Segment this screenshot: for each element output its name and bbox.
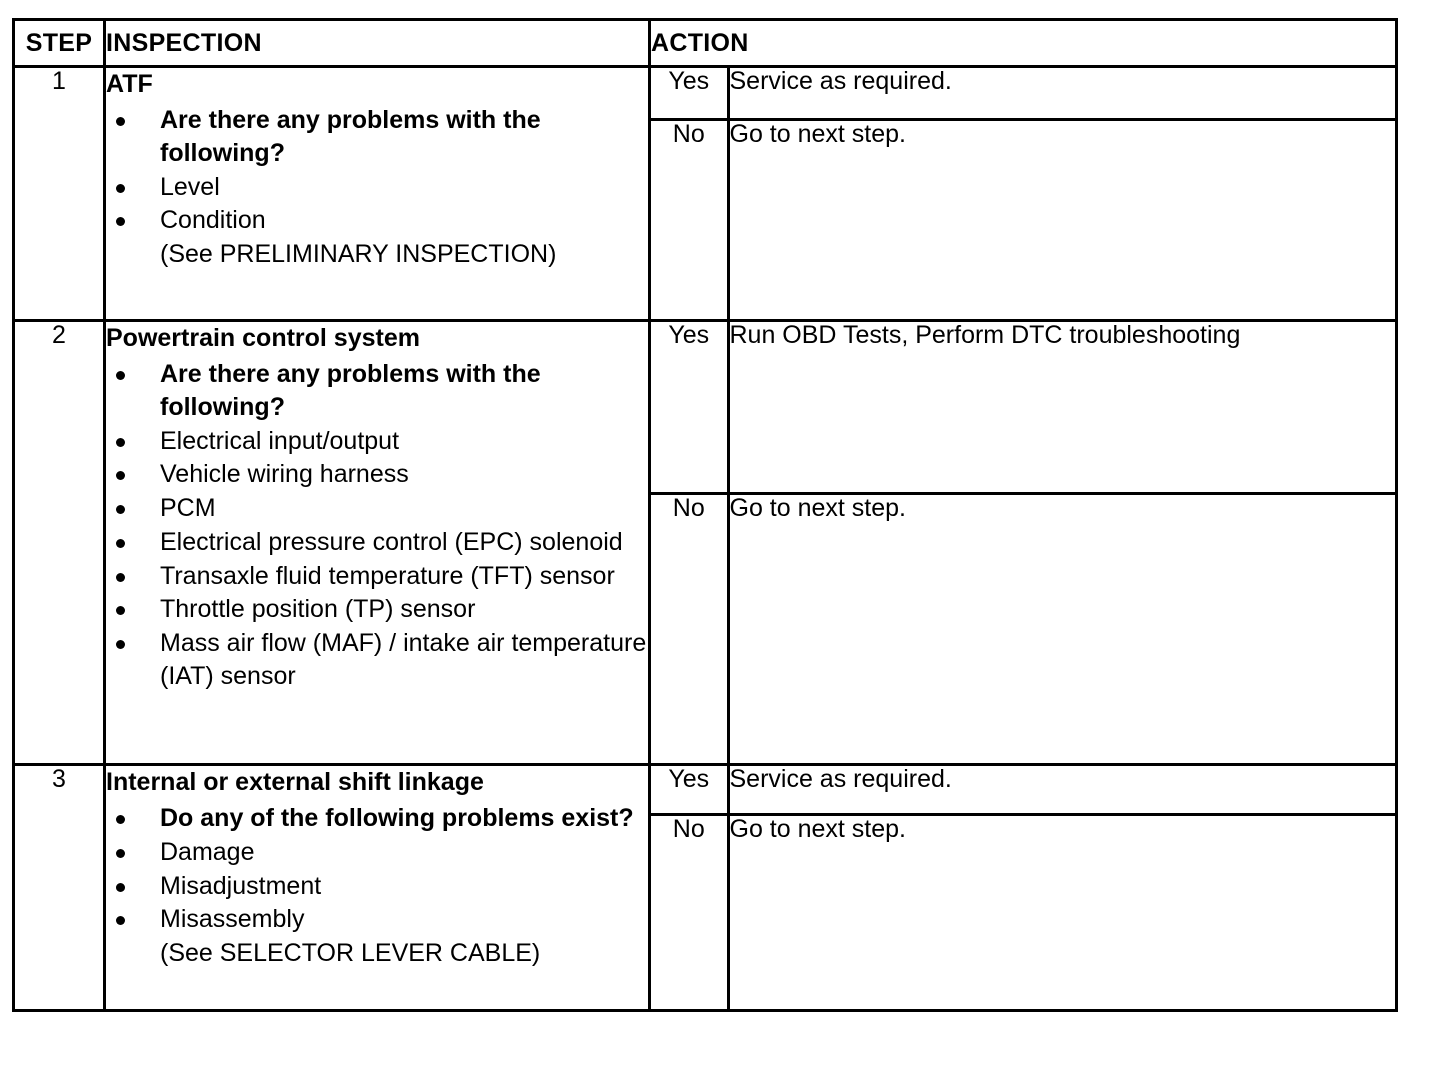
outcome-label-no: No	[651, 118, 730, 319]
outcome-row-no: No Go to next step.	[651, 813, 1396, 1009]
column-header-step: STEP	[12, 18, 106, 68]
table-row: 3 Internal or external shift linkage Do …	[12, 763, 1399, 1012]
table-row: 1 ATF Are there any problems with the fo…	[12, 65, 1399, 322]
inspection-bullet-list: Are there any problems with the followin…	[106, 358, 648, 693]
column-header-action: ACTION	[647, 18, 1399, 68]
list-item: Do any of the following problems exist?	[106, 802, 648, 835]
list-item: Electrical pressure control (EPC) soleno…	[106, 526, 648, 559]
list-item-reference: (See SELECTOR LEVER CABLE)	[160, 939, 541, 967]
outcome-action-yes: Service as required.	[728, 765, 1396, 815]
list-item: Are there any problems with the followin…	[106, 358, 648, 424]
outcome-split-table: Yes Service as required. No Go to next s…	[651, 67, 1396, 319]
outcome-row-yes: Yes Service as required.	[651, 67, 1396, 120]
inspection-cell: ATF Are there any problems with the foll…	[103, 65, 651, 322]
list-item: Throttle position (TP) sensor	[106, 593, 648, 626]
column-header-inspection: INSPECTION	[103, 18, 651, 68]
list-item: Misassembly	[106, 903, 648, 936]
list-item: Damage	[106, 836, 648, 869]
list-item: Mass air flow (MAF) / intake air tempera…	[106, 627, 648, 693]
outcome-action-no: Go to next step.	[728, 118, 1396, 319]
outcome-split-table: Yes Service as required. No Go to next s…	[651, 765, 1396, 1009]
outcome-label-no: No	[651, 492, 730, 763]
troubleshooting-table: STEP INSPECTION ACTION 1 ATF Are there a…	[12, 18, 1399, 1012]
outcome-cell: Yes Service as required. No Go to next s…	[647, 763, 1399, 1012]
outcome-label-no: No	[651, 813, 730, 1009]
inspection-title: Internal or external shift linkage	[106, 768, 484, 796]
outcome-label-yes: Yes	[651, 67, 730, 120]
list-item: Misadjustment	[106, 870, 648, 903]
step-number: 2	[12, 319, 106, 766]
outcome-split-table: Yes Run OBD Tests, Perform DTC troublesh…	[651, 321, 1396, 763]
outcome-action-yes: Service as required.	[728, 67, 1396, 120]
list-item: Are there any problems with the followin…	[106, 104, 648, 170]
inspection-bullet-list: Do any of the following problems exist? …	[106, 802, 648, 970]
inspection-cell: Internal or external shift linkage Do an…	[103, 763, 651, 1012]
list-item: Condition	[106, 204, 648, 237]
list-item: Vehicle wiring harness	[106, 458, 648, 491]
outcome-row-yes: Yes Run OBD Tests, Perform DTC troublesh…	[651, 321, 1396, 494]
inspection-cell: Powertrain control system Are there any …	[103, 319, 651, 766]
table-row: 2 Powertrain control system Are there an…	[12, 319, 1399, 766]
outcome-cell: Yes Service as required. No Go to next s…	[647, 65, 1399, 322]
header-row: STEP INSPECTION ACTION	[12, 18, 1399, 68]
inspection-title: ATF	[106, 70, 153, 98]
outcome-action-yes: Run OBD Tests, Perform DTC troubleshooti…	[728, 321, 1396, 494]
step-number: 1	[12, 65, 106, 322]
list-item: Electrical input/output	[106, 425, 648, 458]
table-header: STEP INSPECTION ACTION	[12, 18, 1399, 68]
outcome-label-yes: Yes	[651, 321, 730, 494]
outcome-row-yes: Yes Service as required.	[651, 765, 1396, 815]
list-item-reference: (See PRELIMINARY INSPECTION)	[160, 240, 557, 268]
outcome-action-no: Go to next step.	[728, 492, 1396, 763]
list-item: Level	[106, 171, 648, 204]
outcome-row-no: No Go to next step.	[651, 118, 1396, 319]
outcome-cell: Yes Run OBD Tests, Perform DTC troublesh…	[647, 319, 1399, 766]
outcome-label-yes: Yes	[651, 765, 730, 815]
list-item: Transaxle fluid temperature (TFT) sensor	[106, 560, 648, 593]
table-body: 1 ATF Are there any problems with the fo…	[12, 65, 1399, 1012]
outcome-action-no: Go to next step.	[728, 813, 1396, 1009]
inspection-bullet-list: Are there any problems with the followin…	[106, 104, 648, 271]
list-item: PCM	[106, 492, 648, 525]
inspection-title: Powertrain control system	[106, 324, 420, 352]
outcome-row-no: No Go to next step.	[651, 492, 1396, 763]
step-number: 3	[12, 763, 106, 1012]
